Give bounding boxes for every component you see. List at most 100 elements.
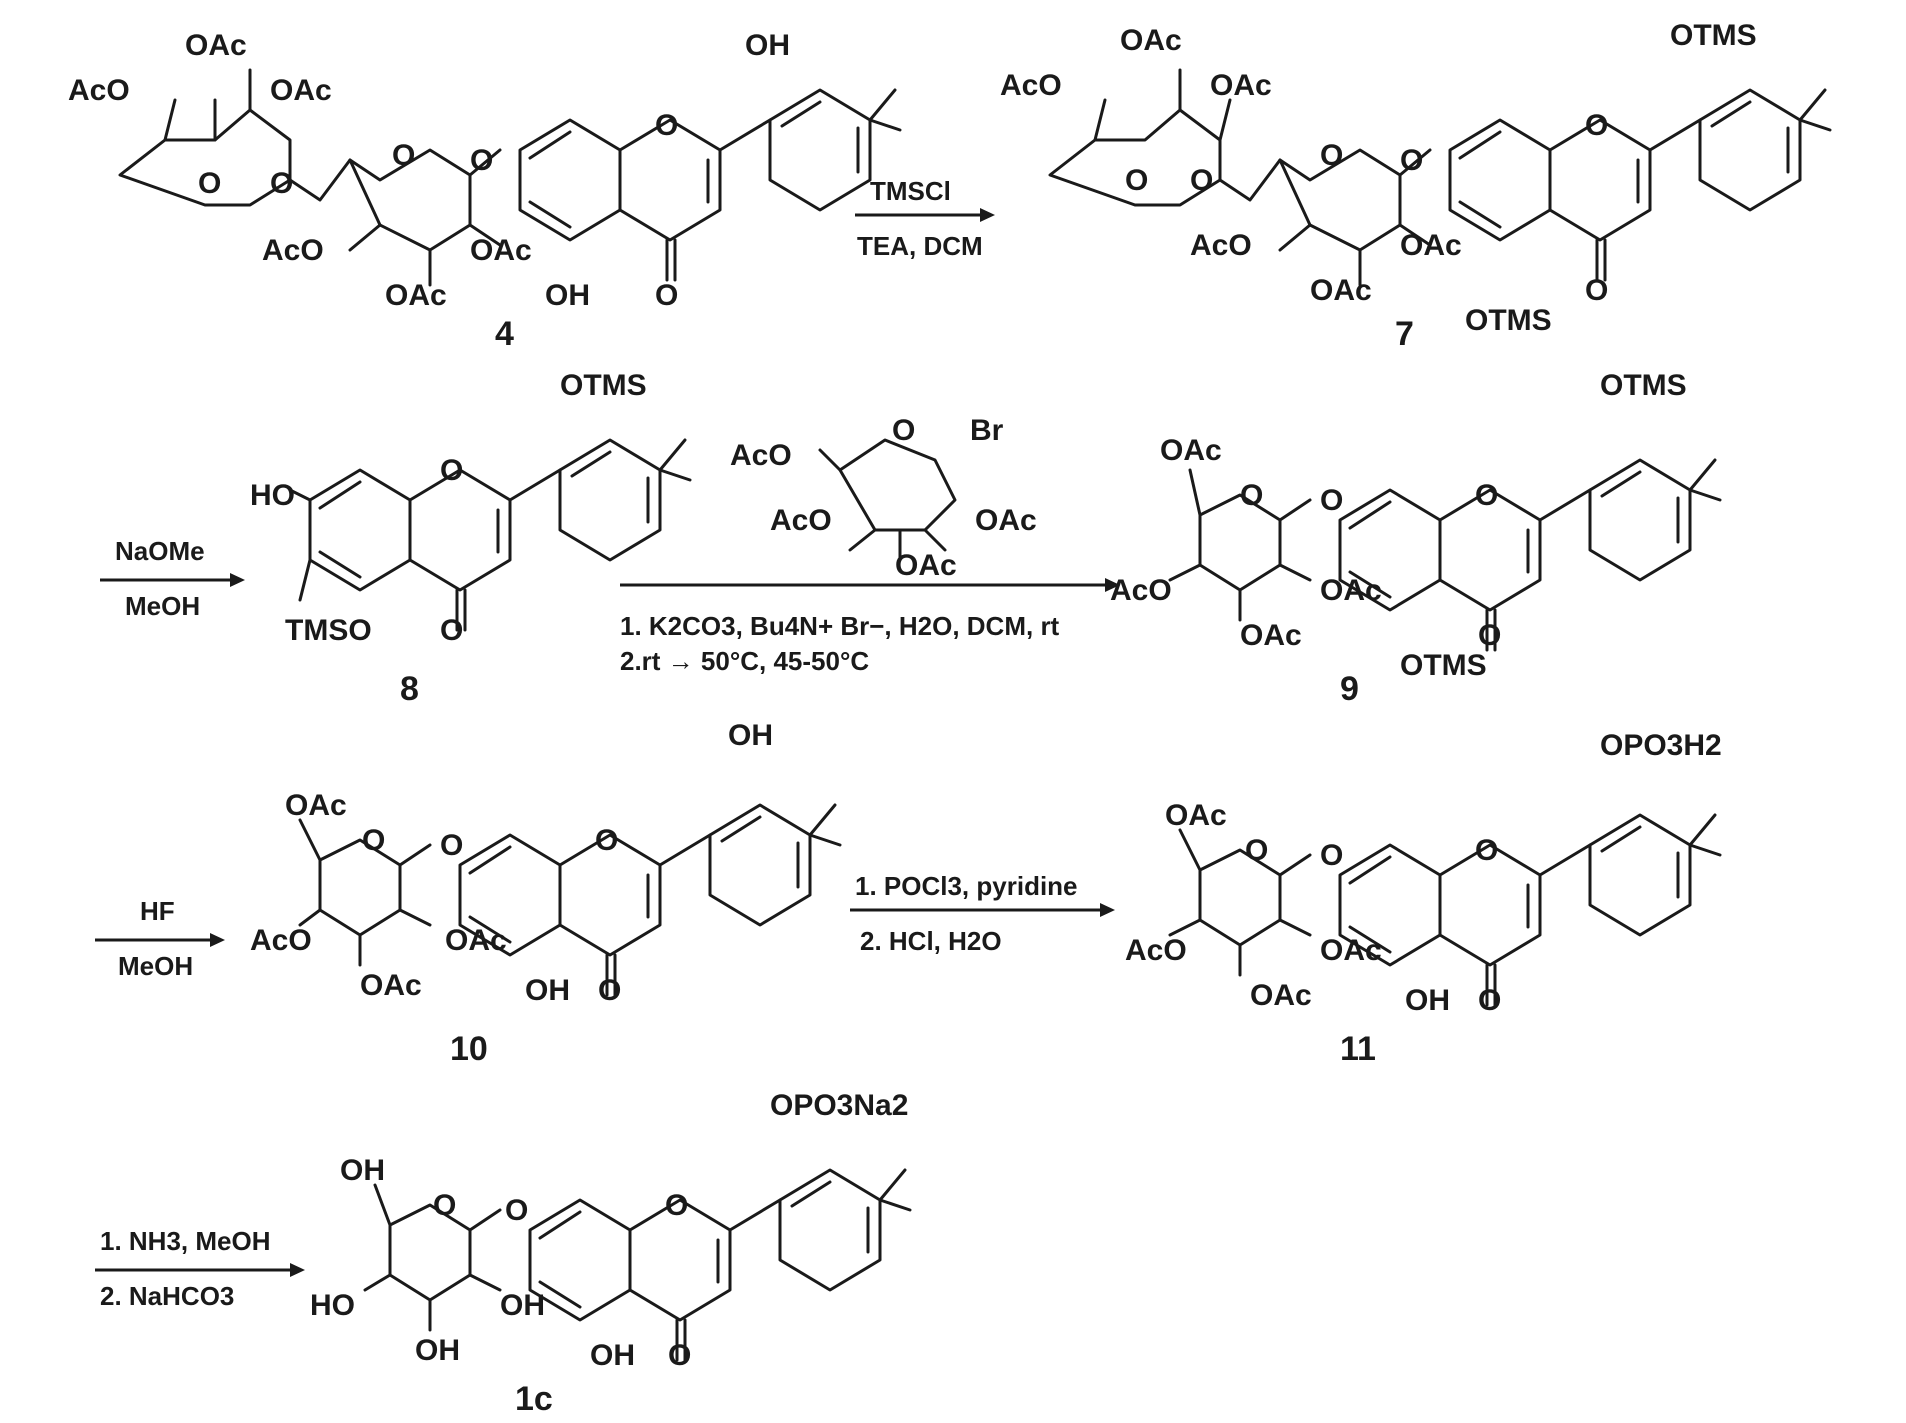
c7-otms-bottom: OTMS [1465, 304, 1552, 337]
compound-10-label: 10 [450, 1030, 488, 1068]
c4-oac-top: OAc [185, 29, 247, 62]
c1c-oh-bottom: OH [415, 1334, 460, 1367]
r6-step2: 2. NaHCO3 [100, 1281, 234, 1311]
r5-step2: 2. HCl, H2O [860, 926, 1002, 956]
c10-ring-o: O [362, 824, 385, 857]
r3-conditions-line1: 1. K2CO3, Bu4N+ Br−, H2O, DCM, rt [620, 611, 1060, 641]
r3-conditions-line2: 2.rt → 50°C, 45-50°C [620, 646, 869, 676]
c4-oac-low: OAc [470, 234, 532, 267]
compound-10: OAc O O AcO OAc OAc OH OH O O 10 [250, 719, 840, 1068]
c1c-ring-o: O [433, 1189, 456, 1222]
c8-tmso: TMSO [285, 614, 372, 647]
compound-4-label: 4 [495, 315, 514, 353]
bromide-oac-right: OAc [975, 504, 1037, 537]
reaction-6: 1. NH3, MeOH 2. NaHCO3 [95, 1226, 305, 1311]
c7-linker-o: O [1190, 164, 1213, 197]
c4-ring-o1: O [198, 167, 221, 200]
c4-oac-top-right: OAc [270, 74, 332, 107]
c10-oac-bottom: OAc [360, 969, 422, 1002]
c1c-carbonyl: O [668, 1339, 691, 1372]
c4-linker-o: O [270, 167, 293, 200]
r1-reagent: TMSCl [870, 176, 951, 206]
c11-oh-bottom: OH [1405, 984, 1450, 1017]
compound-9-label: 9 [1340, 670, 1359, 708]
r6-step1: 1. NH3, MeOH [100, 1226, 271, 1256]
c9-aco-low: AcO [1110, 574, 1172, 607]
c9-oac-top: OAc [1160, 434, 1222, 467]
compound-11-label: 11 [1340, 1030, 1376, 1068]
glycosyl-bromide: AcO O Br AcO OAc OAc [730, 414, 1037, 582]
c7-ring-o3: O [1320, 139, 1343, 172]
c1c-oh-flavone: OH [590, 1339, 635, 1372]
c4-oh-top: OH [745, 29, 790, 62]
c9-aryl-o: O [1320, 484, 1343, 517]
c9-flavone-o: O [1475, 479, 1498, 512]
c10-aco-low: AcO [250, 924, 312, 957]
compound-1c: OH O O HO OH OH OPO3Na2 OH O O 1c [310, 1089, 910, 1418]
c9-carbonyl: O [1478, 619, 1501, 652]
r4-reagent: HF [140, 896, 175, 926]
c8-carbonyl: O [440, 614, 463, 647]
reaction-3: 1. K2CO3, Bu4N+ Br−, H2O, DCM, rt 2.rt →… [620, 578, 1120, 676]
c4-oac-bottom: OAc [385, 279, 447, 312]
compound-7: OAc AcO OAc O O O O AcO OAc OAc OTMS OTM… [1000, 19, 1830, 353]
c11-oac-top: OAc [1165, 799, 1227, 832]
c7-flavone-o: O [1585, 109, 1608, 142]
reaction-5: 1. POCl3, pyridine 2. HCl, H2O [850, 871, 1115, 956]
bromide-ring-o: O [892, 414, 915, 447]
c11-oac-bottom: OAc [1250, 979, 1312, 1012]
compound-8-label: 8 [400, 670, 419, 708]
c4-carbonyl: O [655, 279, 678, 312]
r4-solvent: MeOH [118, 951, 193, 981]
compound-1c-label: 1c [515, 1380, 553, 1418]
reaction-4: HF MeOH [95, 896, 225, 981]
c11-opo3h2: OPO3H2 [1600, 729, 1722, 762]
c1c-aryl-o: O [505, 1194, 528, 1227]
c10-flavone-o: O [595, 824, 618, 857]
c1c-ho-low: HO [310, 1289, 355, 1322]
bromide-br: Br [970, 414, 1004, 447]
c7-oac-top-right: OAc [1210, 69, 1272, 102]
c1c-oh-top: OH [340, 1154, 385, 1187]
c10-carbonyl: O [598, 974, 621, 1007]
c1c-oh-low: OH [500, 1289, 545, 1322]
reaction-2: NaOMe MeOH [100, 536, 245, 621]
c1c-opo3na2: OPO3Na2 [770, 1089, 908, 1122]
c7-ring-o1: O [1125, 164, 1148, 197]
c11-aryl-o: O [1320, 839, 1343, 872]
compound-11: OAc O O AcO OAc OAc OPO3H2 OH O O 11 [1125, 729, 1722, 1068]
c9-otms-top: OTMS [1600, 369, 1687, 402]
c4-flavone-o: O [655, 109, 678, 142]
c7-aco-left: AcO [1000, 69, 1062, 102]
r1-conditions: TEA, DCM [857, 231, 983, 261]
c7-aryl-o: O [1400, 144, 1423, 177]
c4-aco-left: AcO [68, 74, 130, 107]
r2-reagent: NaOMe [115, 536, 205, 566]
c4-aco-low: AcO [262, 234, 324, 267]
c9-otms-bottom: OTMS [1400, 649, 1487, 682]
bromide-aco-low: AcO [770, 504, 832, 537]
c4-ring-o3: O [392, 139, 415, 172]
c7-otms-top: OTMS [1670, 19, 1757, 52]
bromide-aco-top: AcO [730, 439, 792, 472]
c7-oac-low: OAc [1400, 229, 1462, 262]
c4-aryl-o: O [470, 144, 493, 177]
r5-step1: 1. POCl3, pyridine [855, 871, 1078, 901]
c8-ho: HO [250, 479, 295, 512]
c9-ring-o: O [1240, 479, 1263, 512]
c11-carbonyl: O [1478, 984, 1501, 1017]
c11-ring-o: O [1245, 834, 1268, 867]
c1c-flavone-o: O [665, 1189, 688, 1222]
c10-oac-top: OAc [285, 789, 347, 822]
c11-aco-low: AcO [1125, 934, 1187, 967]
c10-oh-bottom: OH [525, 974, 570, 1007]
c8-otms-top: OTMS [560, 369, 647, 402]
c11-oac-low: OAc [1320, 934, 1382, 967]
bromide-oac-bottom: OAc [895, 549, 957, 582]
r2-solvent: MeOH [125, 591, 200, 621]
c9-oac-low: OAc [1320, 574, 1382, 607]
c7-aco-low: AcO [1190, 229, 1252, 262]
compound-4: OAc AcO OAc O O O O AcO OAc OAc OH OH O … [68, 29, 900, 353]
c8-flavone-o: O [440, 454, 463, 487]
